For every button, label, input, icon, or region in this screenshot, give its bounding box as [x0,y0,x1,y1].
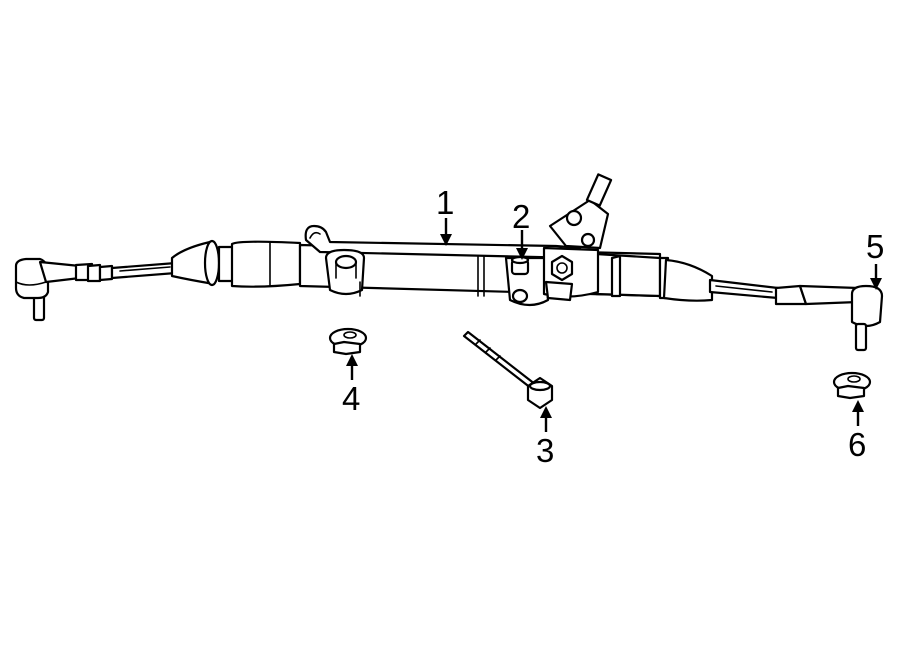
callout-leader-6 [852,400,864,426]
mounting-nut-left [328,327,368,356]
boot-right [658,256,714,302]
callout-2: 2 [512,198,530,235]
callout-leader-1 [440,218,452,246]
callout-3: 3 [536,432,554,469]
callout-5: 5 [866,228,884,265]
callout-leader-4 [346,354,358,380]
callout-4: 4 [342,380,360,417]
boot-left [170,239,236,287]
tie-rod-end-nut-right [832,371,872,400]
inner-tie-rod-right [708,278,780,300]
callout-leader-2 [516,230,528,260]
outer-tie-rod-end-left [14,257,94,322]
callout-leader-3 [540,406,552,432]
callout-6: 6 [848,426,866,463]
inner-tie-rod-left [86,261,178,283]
rack-cap-plug [510,255,530,276]
valve-housing [542,173,613,302]
outer-tie-rod-end-right [774,284,884,352]
callout-1: 1 [436,184,454,221]
mounting-bolt [462,330,554,410]
callout-leader-5 [870,264,882,290]
